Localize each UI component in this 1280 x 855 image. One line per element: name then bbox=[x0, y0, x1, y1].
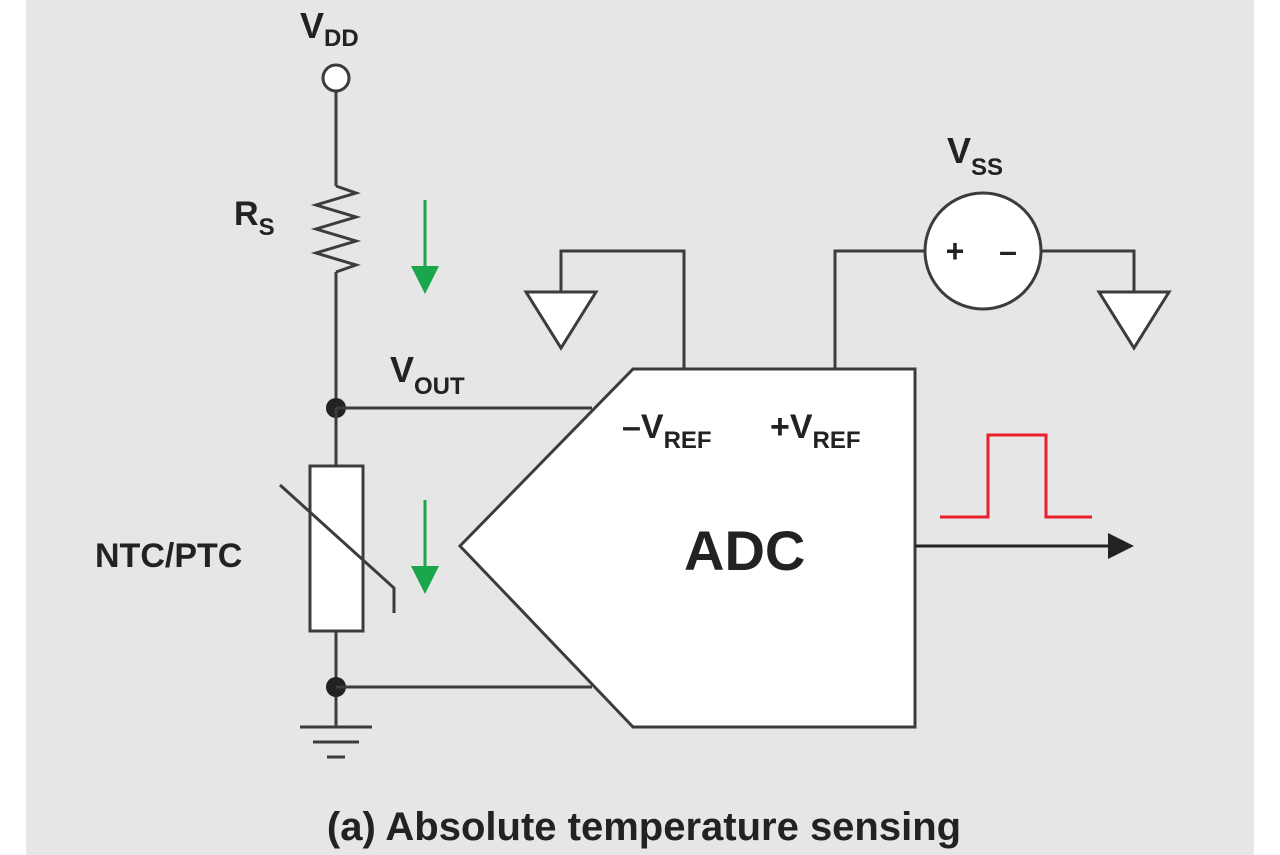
neg-vref-label: –VREF bbox=[622, 408, 712, 454]
vdd-label: VDD bbox=[300, 5, 359, 52]
thermistor-slash bbox=[278, 483, 396, 613]
adc-label: ADC bbox=[684, 519, 805, 582]
current-arrow-icon bbox=[411, 200, 439, 294]
vss-label: VSS bbox=[947, 130, 1003, 181]
thermistor-label: NTC/PTC bbox=[95, 537, 242, 575]
ground-triangle-icon bbox=[523, 290, 599, 351]
wire-vss-ground bbox=[1041, 249, 1136, 292]
vss-plus: + bbox=[946, 233, 965, 269]
vss-minus: – bbox=[999, 233, 1017, 269]
output-arrow-icon bbox=[1108, 533, 1134, 559]
thermistor-body bbox=[308, 464, 365, 633]
rs-label: RS bbox=[234, 195, 275, 241]
pulse-icon bbox=[940, 433, 1092, 519]
resistor-rs bbox=[310, 184, 362, 274]
wire-neg-vref bbox=[559, 249, 686, 369]
ground-triangle-icon bbox=[1096, 290, 1172, 351]
current-arrow-icon bbox=[411, 500, 439, 594]
vdd-terminal bbox=[321, 63, 351, 93]
pos-vref-label: +VREF bbox=[770, 408, 861, 454]
vss-source bbox=[923, 191, 1043, 311]
wire-pos-vref bbox=[833, 249, 925, 369]
vout-label: VOUT bbox=[390, 349, 465, 400]
figure-caption: (a) Absolute temperature sensing bbox=[327, 805, 961, 849]
ground-icon bbox=[300, 725, 372, 759]
adc-block bbox=[457, 367, 917, 729]
